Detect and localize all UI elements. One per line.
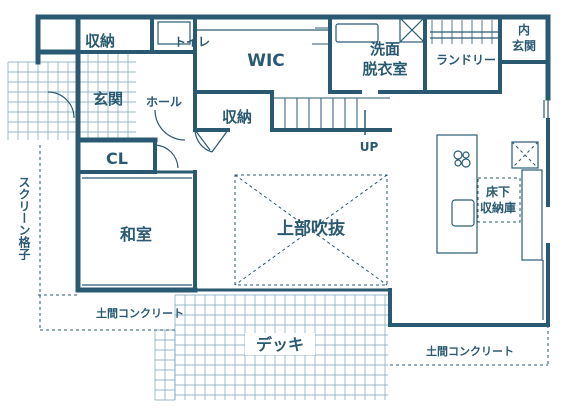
closet-label: CL	[106, 149, 128, 168]
hall-label: ホール	[146, 95, 182, 109]
screen-lattice-label: スクリーン格子	[17, 176, 31, 261]
storage-mid-label: 収納	[222, 108, 252, 126]
deck-label-bg	[245, 333, 315, 355]
entrance-label: 玄関	[93, 90, 123, 108]
doma-right-label: 土間コンクリート	[426, 344, 514, 358]
inner-entrance-label-line1: 内	[518, 22, 530, 37]
deck-tile-floor	[154, 294, 388, 401]
laundry-label: ランドリー	[436, 53, 496, 67]
washroom-label-line2: 脱衣室	[362, 60, 407, 78]
wic-label: WIC	[247, 51, 285, 71]
plan-details	[38, 17, 549, 366]
void-label: 上部吹抜	[277, 218, 346, 239]
storage-top-label: 収納	[85, 32, 115, 50]
washitsu-label: 和室	[120, 225, 152, 244]
doma-left-label: 土間コンクリート	[96, 306, 184, 320]
deck-label: デッキ	[256, 335, 304, 354]
inner-entrance-label-line2: 玄関	[512, 38, 536, 53]
underfloor-label-line2: 収納庫	[480, 200, 516, 215]
toilet-label: トイレ	[174, 35, 210, 49]
underfloor-label-line1: 床下	[486, 184, 510, 199]
washroom-label-line1: 洗面	[370, 40, 400, 58]
up-label: UP	[360, 140, 379, 154]
